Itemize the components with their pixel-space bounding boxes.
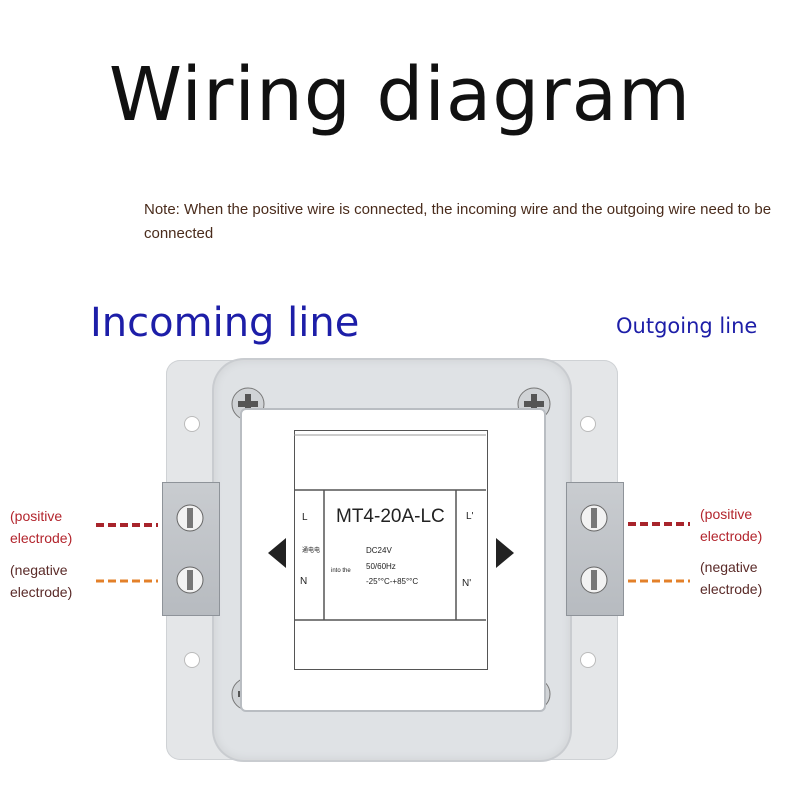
- right-terminal-block: [566, 482, 624, 616]
- spec-line-2: 50/60Hz: [366, 562, 396, 571]
- mount-hole-icon: [580, 416, 596, 432]
- terminal-screw-icon: [176, 566, 204, 594]
- right-negative-label: (negative electrode): [700, 559, 763, 597]
- model-label: MT4-20A-LC: [336, 506, 445, 527]
- mount-hole-icon: [580, 652, 596, 668]
- mount-hole-icon: [184, 652, 200, 668]
- diagram-title: Wiring diagram: [108, 52, 692, 138]
- arrow-right-icon: [496, 538, 514, 568]
- left-terminal-block: [162, 482, 220, 616]
- small-into-text: into the: [331, 568, 351, 574]
- right-positive-label: (positive electrode): [700, 506, 763, 544]
- spec-line-1: DC24V: [366, 546, 392, 555]
- module-outline: [294, 434, 486, 621]
- arrow-left-icon: [268, 538, 286, 568]
- terminal-l-label: L: [302, 512, 308, 523]
- terminal-screw-icon: [176, 504, 204, 532]
- mount-hole-icon: [184, 416, 200, 432]
- small-cn-text: 通电电: [302, 548, 321, 554]
- spec-line-3: -25°°C-+85°°C: [366, 577, 419, 586]
- terminal-screw-icon: [580, 504, 608, 532]
- terminal-n-out-label: N': [462, 578, 472, 589]
- incoming-line-label: Incoming line: [90, 300, 360, 346]
- terminal-l-out-label: L': [466, 511, 474, 522]
- left-negative-label: (negative electrode): [10, 562, 73, 600]
- terminal-screw-icon: [580, 566, 608, 594]
- terminal-n-label: N: [300, 576, 308, 587]
- left-positive-label: (positive electrode): [10, 508, 73, 546]
- wiring-note: Note: When the positive wire is connecte…: [144, 201, 772, 242]
- outgoing-line-label: Outgoing line: [616, 314, 758, 338]
